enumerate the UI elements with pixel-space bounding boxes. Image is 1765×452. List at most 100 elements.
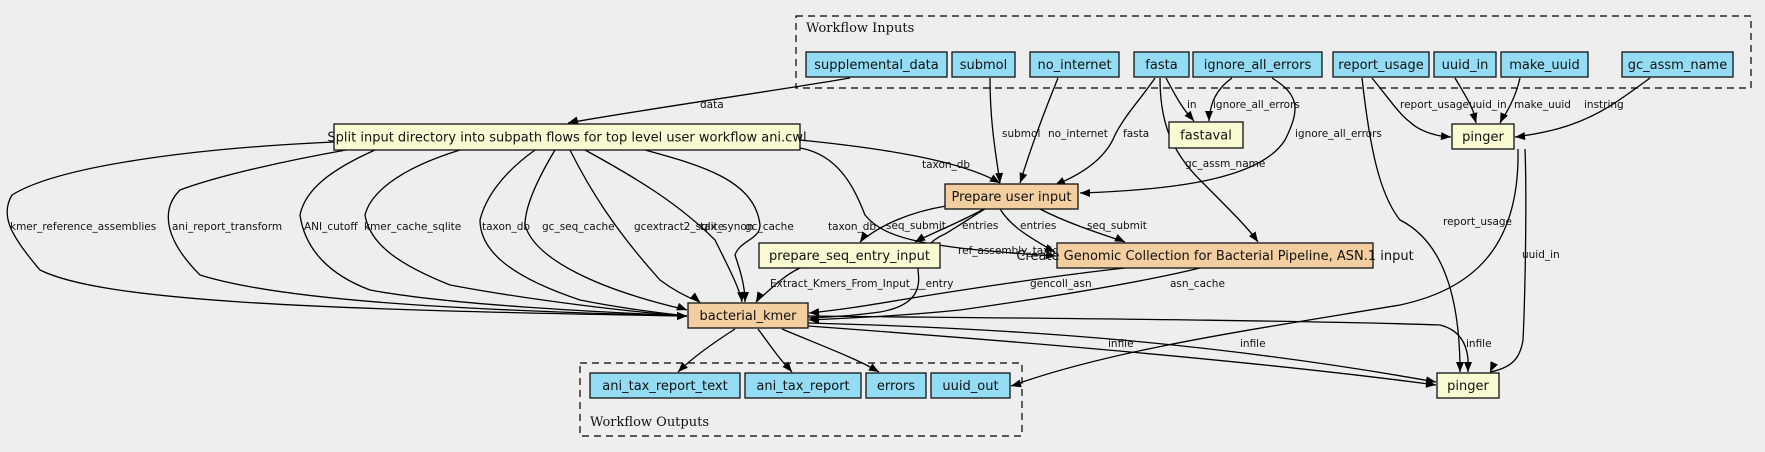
- arrowhead-icon: [1055, 177, 1066, 185]
- node-label: uuid_out: [942, 379, 998, 394]
- arrowhead-icon: [689, 292, 700, 302]
- edge-line: [1371, 77, 1452, 138]
- edge-label: uuid_in: [1469, 99, 1507, 111]
- node-prepare-user-input[interactable]: Prepare user input: [944, 183, 1079, 210]
- arrowhead-icon: [1440, 132, 1451, 141]
- edge-split-to-bacterial-kmer: gc_cache: [644, 149, 794, 303]
- edge-prepare-user-input-to-gencoll: seq_submit: [1039, 208, 1147, 243]
- edge-label: submol: [1002, 128, 1040, 140]
- edge-line: [1010, 148, 1519, 387]
- edge-ignore-all-errors-to-prepare-user-input: ignore_all_errors: [1079, 77, 1382, 197]
- node-ignore-all-errors[interactable]: ignore_all_errors: [1192, 51, 1323, 78]
- edge-line: [567, 77, 851, 124]
- node-box: [930, 372, 1011, 399]
- edge-label: ignore_all_errors: [1213, 99, 1300, 111]
- edge-label: ref_assembly_taxid: [958, 245, 1059, 257]
- node-fasta[interactable]: fasta: [1133, 51, 1190, 78]
- edge-label: ani_report_transform: [172, 221, 282, 233]
- edge-label: gcextract2_sqlite: [634, 221, 724, 233]
- edge-line: [1361, 77, 1461, 373]
- arrowhead-icon: [568, 116, 579, 125]
- arrowhead-icon: [1248, 231, 1258, 242]
- edge-line: [808, 267, 1126, 314]
- edge-line: [1489, 148, 1527, 373]
- node-supplemental-data[interactable]: supplemental_data: [805, 51, 948, 78]
- edge-gencoll-to-bacterial-kmer: gencoll_asn: [808, 267, 1126, 317]
- cluster-inputs-label: Workflow Inputs: [806, 21, 914, 36]
- node-box: [1621, 51, 1734, 78]
- edge-line: [1019, 77, 1059, 184]
- node-errors[interactable]: errors: [865, 372, 927, 399]
- edge-split-to-gencoll: taxon_db: [799, 147, 1057, 260]
- arrowhead-icon: [860, 231, 870, 242]
- edge-prepare-user-input-to-gencoll: entries: [999, 208, 1056, 253]
- edge-gc-assm-name-to-pinger-top: instring: [1514, 77, 1651, 141]
- node-submol[interactable]: submol: [951, 51, 1016, 78]
- edge-label: infile: [1108, 338, 1134, 350]
- edge-submol-to-prepare-user-input: submol: [989, 77, 1040, 184]
- node-no-internet[interactable]: no_internet: [1029, 51, 1120, 78]
- edge-line: [524, 149, 688, 311]
- arrowhead-icon: [677, 312, 687, 320]
- edge-line: [799, 147, 1057, 257]
- node-box: [1500, 51, 1589, 78]
- node-gc-assm-name[interactable]: gc_assm_name: [1621, 51, 1734, 78]
- node-prepare-seq-entry-input[interactable]: prepare_seq_entry_input: [758, 242, 941, 269]
- edge-line: [569, 149, 701, 303]
- edge-uuid-in-to-pinger-top: uuid_in: [1454, 77, 1507, 124]
- node-label: ani_tax_report: [756, 379, 849, 394]
- edge-label: gc_seq_cache: [542, 221, 615, 233]
- arrowhead-icon: [1515, 132, 1526, 141]
- edge-line: [808, 208, 986, 319]
- edge-label: seq_submit: [1087, 220, 1147, 232]
- edge-line: [167, 149, 688, 317]
- node-box: [758, 242, 941, 269]
- node-pinger-bottom[interactable]: pinger: [1436, 372, 1500, 399]
- node-ani-tax-report[interactable]: ani_tax_report: [744, 372, 862, 399]
- node-label: Prepare user input: [951, 190, 1071, 205]
- node-uuid-in[interactable]: uuid_in: [1433, 51, 1497, 78]
- node-report-usage[interactable]: report_usage: [1332, 51, 1430, 78]
- arrowhead-icon: [1044, 244, 1055, 252]
- node-uuid-out[interactable]: uuid_out: [930, 372, 1011, 399]
- edge-prepare-user-input-to-prepare-seq-entry-input: seq_submit: [859, 205, 947, 243]
- node-split[interactable]: Split input directory into subpath flows…: [327, 123, 807, 151]
- edge-label: taxon_db: [828, 221, 876, 233]
- arrowhead-icon: [1011, 379, 1022, 388]
- node-box: [1436, 372, 1500, 399]
- node-box: [1433, 51, 1497, 78]
- edge-label: entries: [1020, 220, 1056, 232]
- node-gencoll[interactable]: Create Genomic Collection for Bacterial …: [1016, 242, 1414, 269]
- arrowhead-icon: [756, 291, 765, 302]
- arrowhead-icon: [1019, 172, 1028, 183]
- node-label: uuid_in: [1442, 58, 1489, 73]
- node-label: prepare_seq_entry_input: [769, 249, 930, 264]
- node-ani-tax-report-text[interactable]: ani_tax_report_text: [589, 372, 741, 399]
- edge-label: gencoll_asn: [1030, 278, 1092, 290]
- edge-label: ANI_cutoff: [304, 221, 358, 233]
- edge-label: taxon_db: [922, 159, 970, 171]
- edge-split-to-bacterial-kmer: gcextract2_sqlite: [569, 149, 724, 303]
- edge-label: gc_cache: [745, 221, 794, 233]
- edge-bacterial-kmer-to-ani-tax-report: [757, 328, 793, 373]
- edge-label: report_usage: [1443, 216, 1512, 228]
- edge-fasta-to-gencoll: gc_assm_name: [1159, 77, 1265, 243]
- edge-split-to-bacterial-kmer: taxon_db: [479, 149, 688, 320]
- node-bacterial-kmer[interactable]: bacterial_kmer: [687, 302, 809, 329]
- node-pinger-top[interactable]: pinger: [1451, 123, 1515, 150]
- node-label: make_uuid: [1509, 58, 1580, 73]
- arrowhead-icon: [1184, 110, 1194, 121]
- edge-line: [799, 139, 1001, 184]
- node-make-uuid[interactable]: make_uuid: [1500, 51, 1589, 78]
- edge-ignore-all-errors-to-fastaval: ignore_all_errors: [1205, 77, 1300, 122]
- cluster-workflow-outputs: Workflow Outputs: [579, 362, 1023, 437]
- edge-label: kmer_cache_sqlite: [364, 221, 461, 233]
- node-fastaval[interactable]: fastaval: [1168, 121, 1244, 149]
- edge-label: kmer_reference_assemblies: [10, 221, 156, 233]
- node-box: [1192, 51, 1323, 78]
- arrowhead-icon: [915, 233, 926, 242]
- cluster-inputs-border: [795, 15, 1752, 89]
- node-label: no_internet: [1037, 58, 1111, 73]
